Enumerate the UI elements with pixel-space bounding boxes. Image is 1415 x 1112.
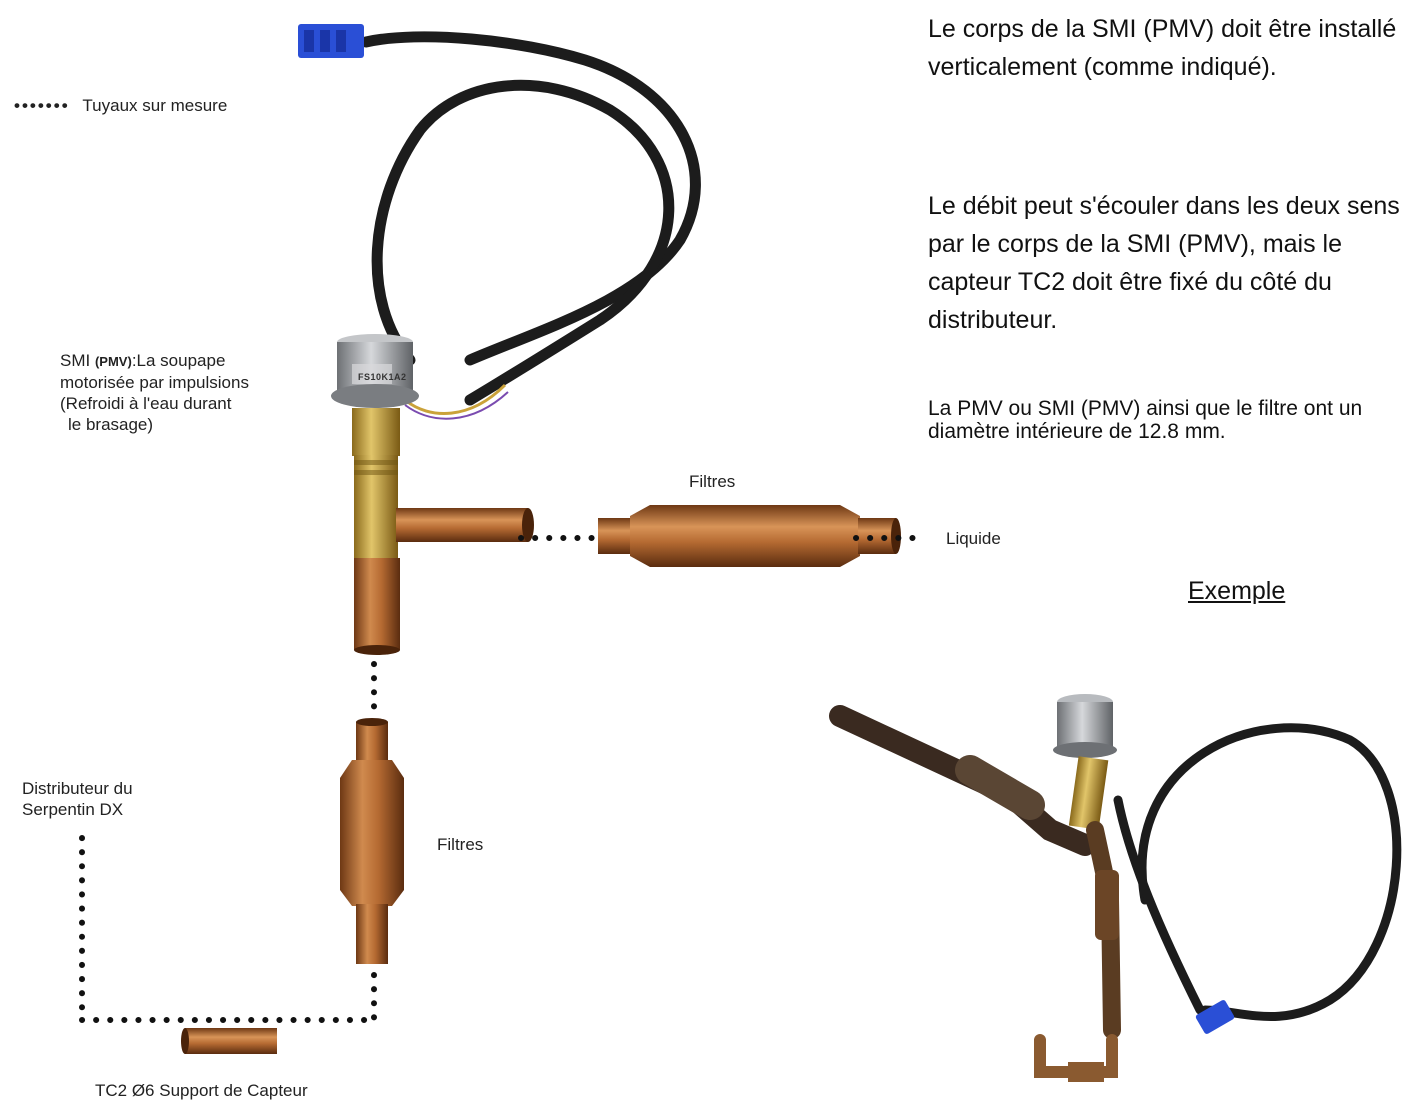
smi-line3: (Refroidi à l'eau durant bbox=[60, 394, 232, 413]
smi-prefix: SMI bbox=[60, 351, 91, 370]
filter-vertical bbox=[340, 718, 404, 964]
smi-label: SMI (PMV):La soupape motorisée par impul… bbox=[60, 350, 330, 435]
smi-line4: le brasage) bbox=[68, 415, 154, 434]
legend-dots: ••••••• bbox=[14, 96, 70, 115]
smi-bold: (PMV) bbox=[94, 354, 132, 369]
pmv-valve bbox=[331, 334, 534, 655]
cable-loop bbox=[360, 31, 701, 406]
note-paragraph-3: La PMV ou SMI (PMV) ainsi que le filtre … bbox=[928, 397, 1363, 443]
note-paragraph-2: Le débit peut s'écouler dans les deux se… bbox=[928, 192, 1400, 334]
filter-horizontal bbox=[598, 505, 901, 567]
distributeur-label: Distributeur du Serpentin DX bbox=[22, 778, 133, 820]
legend-label: Tuyaux sur mesure bbox=[82, 96, 228, 115]
liquide-label: Liquide bbox=[946, 529, 1001, 548]
dotted-pipes bbox=[79, 535, 919, 1023]
example-photo bbox=[829, 694, 1402, 1082]
tc2-sensor-holder bbox=[181, 1028, 277, 1054]
legend: ••••••• Tuyaux sur mesure bbox=[14, 95, 227, 116]
smi-line2: motorisée par impulsions bbox=[60, 373, 249, 392]
tc2-label: TC2 Ø6 Support de Capteur bbox=[95, 1081, 308, 1100]
blue-connector bbox=[298, 24, 364, 58]
filtres-bottom-label: Filtres bbox=[437, 835, 484, 854]
distributeur-line2: Serpentin DX bbox=[22, 800, 124, 819]
filtres-top-label: Filtres bbox=[689, 472, 736, 491]
example-title: Exemple bbox=[1188, 577, 1286, 605]
distributeur-line1: Distributeur du bbox=[22, 779, 133, 798]
note-paragraph-1: Le corps de la SMI (PMV) doit être insta… bbox=[928, 15, 1397, 81]
smi-line1: :La soupape bbox=[131, 351, 226, 370]
valve-marking: FS10K1A2 bbox=[358, 372, 407, 382]
signal-wires bbox=[404, 383, 507, 415]
